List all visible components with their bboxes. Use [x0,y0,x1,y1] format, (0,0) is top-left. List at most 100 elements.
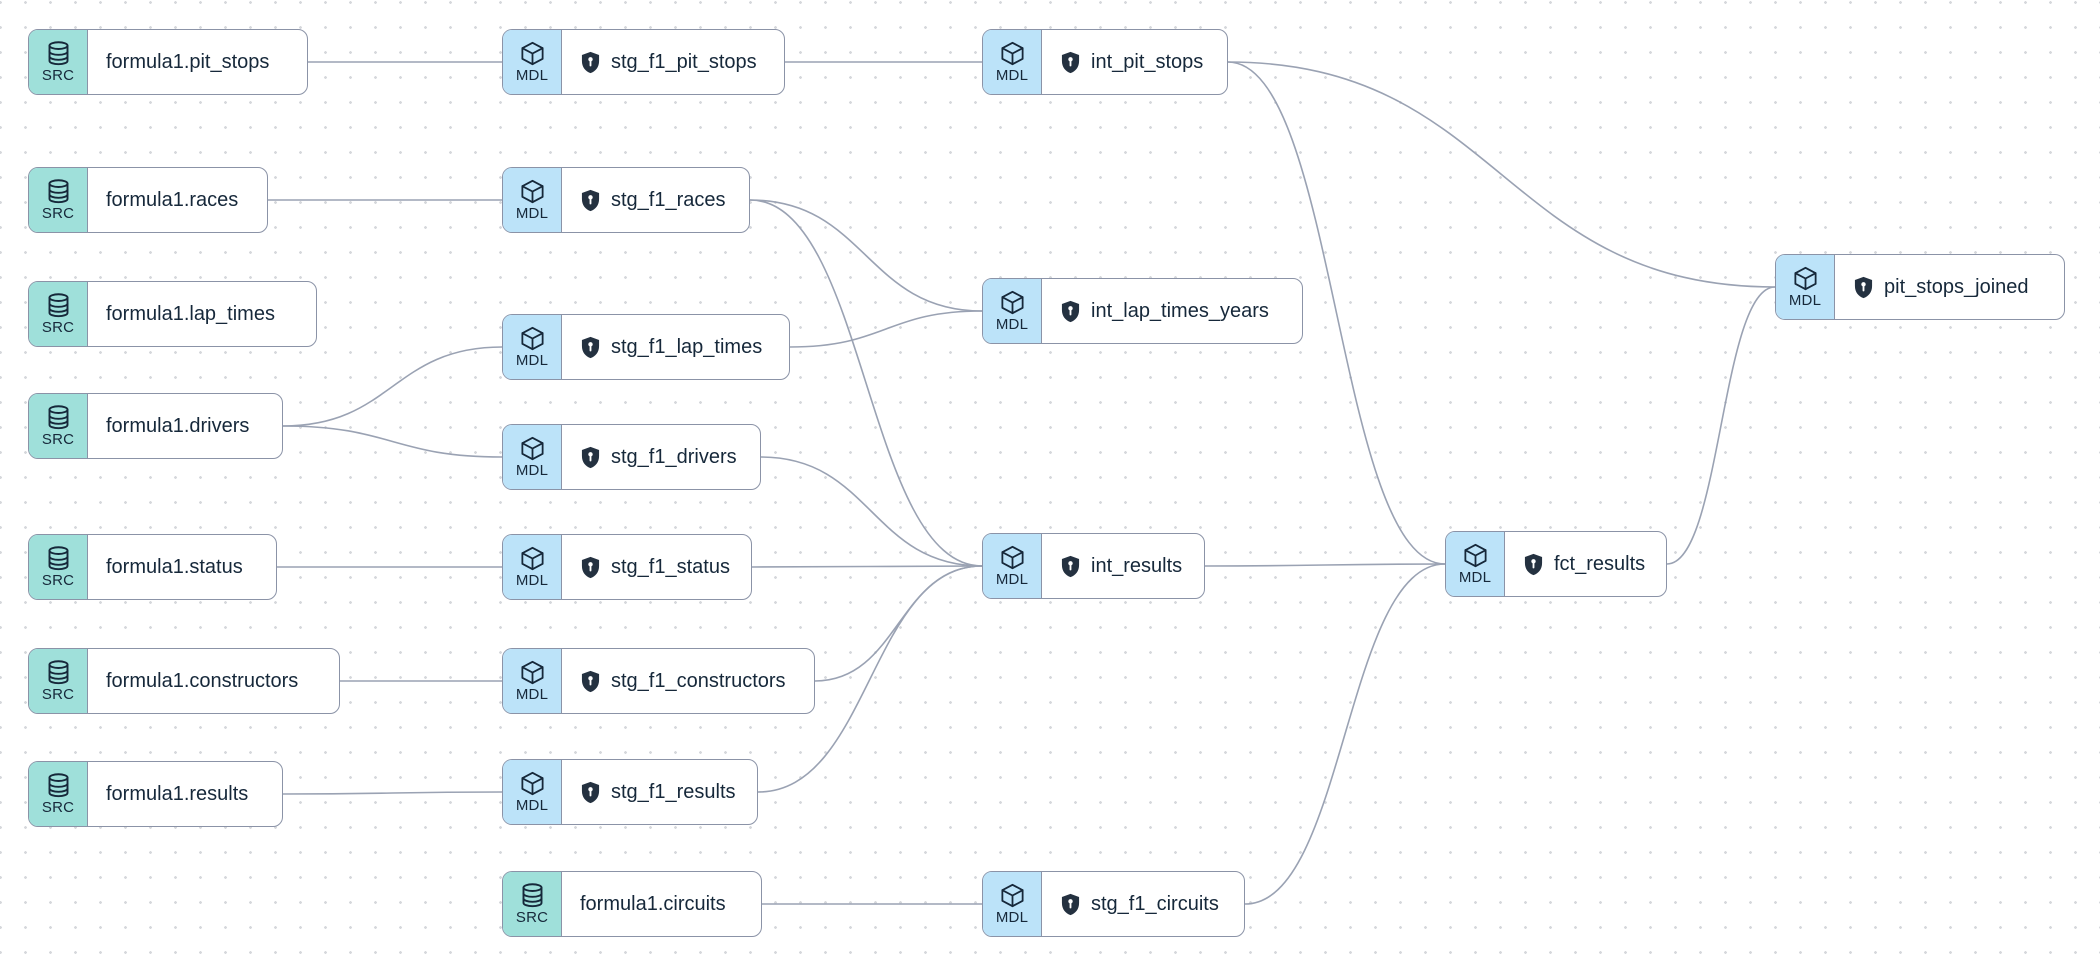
edge-src_drivers-to-stg_lap_times [282,346,503,427]
model-type-badge: MDL [503,535,562,599]
edge-stg_races-to-int_results [749,199,983,567]
edge-stg_circuits-to-fct_results [1244,563,1446,905]
node-body: stg_f1_pit_stops [562,30,784,94]
node-int-results[interactable]: MDL int_results [982,533,1205,599]
model-cube-icon [519,325,546,352]
node-body: int_results [1042,534,1204,598]
model-type-badge: MDL [503,649,562,713]
shield-lock-icon [580,781,601,804]
node-body: formula1.drivers [88,394,282,458]
model-type-badge: MDL [983,872,1042,936]
node-body: stg_f1_drivers [562,425,760,489]
node-formula1-races[interactable]: SRC formula1.races [28,167,268,233]
badge-label: MDL [515,351,549,369]
node-stg-f1-pit-stops[interactable]: MDL stg_f1_pit_stops [502,29,785,95]
model-cube-icon [999,40,1026,67]
node-formula1-drivers[interactable]: SRC formula1.drivers [28,393,283,459]
model-cube-icon [519,178,546,205]
node-label: stg_f1_constructors [611,669,786,692]
database-icon [45,40,72,67]
node-body: stg_f1_races [562,168,749,232]
node-formula1-results[interactable]: SRC formula1.results [28,761,283,827]
node-label: stg_f1_status [611,555,730,578]
node-body: formula1.constructors [88,649,339,713]
model-cube-icon [519,659,546,686]
edge-int_pit_stops-to-pit_stops_joined [1227,61,1776,288]
node-label: formula1.drivers [106,414,250,437]
node-stg-f1-status[interactable]: MDL stg_f1_status [502,534,752,600]
model-cube-icon [519,545,546,572]
node-body: formula1.circuits [562,872,761,936]
badge-label: MDL [515,571,549,589]
node-body: int_pit_stops [1042,30,1227,94]
badge-label: MDL [995,315,1029,333]
edge-stg_drivers-to-int_results [760,456,983,567]
shield-lock-icon [580,51,601,74]
badge-label: MDL [1458,568,1492,586]
badge-label: MDL [515,796,549,814]
node-body: stg_f1_status [562,535,751,599]
shield-lock-icon [1853,276,1874,299]
source-type-badge: SRC [29,762,88,826]
model-cube-icon [519,40,546,67]
database-icon [45,545,72,572]
badge-label: SRC [41,204,75,222]
node-label: formula1.lap_times [106,302,275,325]
node-body: stg_f1_lap_times [562,315,789,379]
node-body: pit_stops_joined [1835,255,2064,319]
node-body: fct_results [1505,532,1666,596]
shield-lock-icon [1060,51,1081,74]
node-stg-f1-constructors[interactable]: MDL stg_f1_constructors [502,648,815,714]
node-label: formula1.constructors [106,669,299,692]
node-label: formula1.results [106,782,249,805]
shield-lock-icon [580,446,601,469]
model-type-badge: MDL [983,534,1042,598]
edge-src_results-to-stg_results [282,791,503,795]
database-icon [45,404,72,431]
badge-label: MDL [995,570,1029,588]
node-formula1-circuits[interactable]: SRC formula1.circuits [502,871,762,937]
database-icon [45,659,72,686]
badge-label: MDL [515,461,549,479]
node-int-lap-times-years[interactable]: MDL int_lap_times_years [982,278,1303,344]
node-label: int_results [1091,554,1183,577]
source-type-badge: SRC [29,282,88,346]
shield-lock-icon [580,556,601,579]
shield-lock-icon [1060,555,1081,578]
model-type-badge: MDL [503,315,562,379]
node-body: formula1.lap_times [88,282,316,346]
badge-label: SRC [41,430,75,448]
node-label: fct_results [1554,552,1646,575]
node-label: formula1.races [106,188,239,211]
node-label: formula1.circuits [580,892,726,915]
node-formula1-lap-times[interactable]: SRC formula1.lap_times [28,281,317,347]
node-label: stg_f1_drivers [611,445,737,468]
node-fct-results[interactable]: MDL fct_results [1445,531,1667,597]
model-type-badge: MDL [983,30,1042,94]
model-cube-icon [519,770,546,797]
source-type-badge: SRC [503,872,562,936]
node-body: int_lap_times_years [1042,279,1302,343]
shield-lock-icon [580,336,601,359]
source-type-badge: SRC [29,394,88,458]
node-stg-f1-lap-times[interactable]: MDL stg_f1_lap_times [502,314,790,380]
shield-lock-icon [580,189,601,212]
node-body: formula1.pit_stops [88,30,307,94]
model-cube-icon [519,435,546,462]
node-stg-f1-drivers[interactable]: MDL stg_f1_drivers [502,424,761,490]
edge-stg_constructors-to-int_results [814,565,983,682]
node-body: formula1.results [88,762,282,826]
badge-label: MDL [515,66,549,84]
shield-lock-icon [1523,553,1544,576]
model-type-badge: MDL [503,425,562,489]
